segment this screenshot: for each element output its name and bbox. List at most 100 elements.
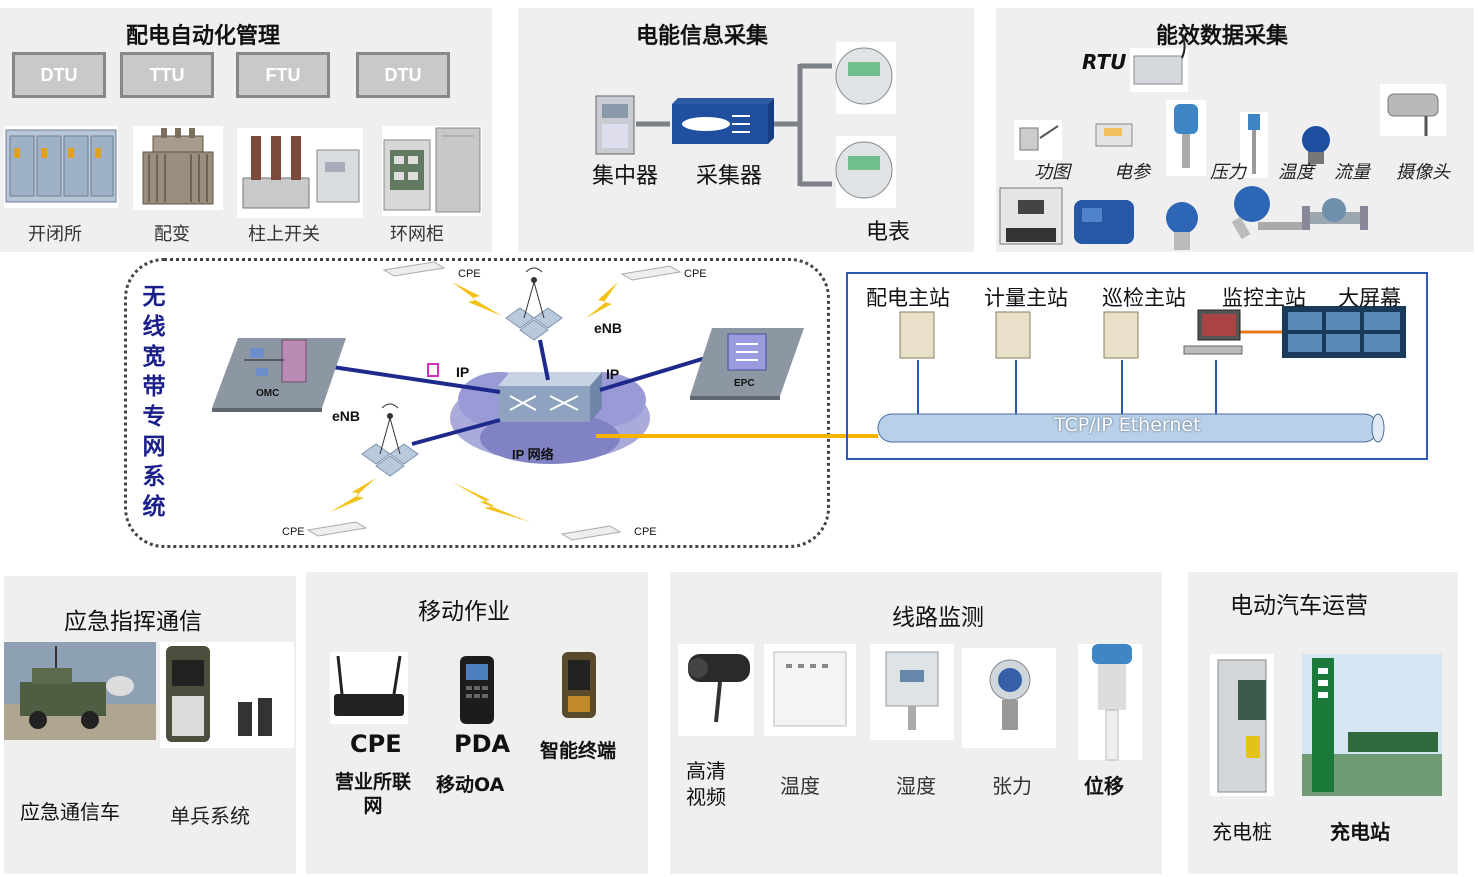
flow-meter-icon: [1302, 126, 1330, 164]
tag-ftu: FTU: [236, 52, 330, 98]
tension-sensor-icon: [962, 648, 1056, 748]
temperature-sensor-icon: [1240, 112, 1268, 178]
emergency-title: 应急指挥通信: [64, 609, 202, 635]
distribution-title: 配电自动化管理: [126, 24, 281, 49]
flow-pipe-icon: [1302, 198, 1368, 230]
line-item-tension: 张力: [992, 774, 1032, 798]
ip-network-label: IP 网络: [512, 447, 554, 462]
efficiency-panel: 能效数据采集 RTU 功图 电参 压力 温度 流量 摄像头: [996, 8, 1474, 252]
ev-item-charging-station: 充电站: [1330, 820, 1390, 844]
ev-title: 电动汽车运营: [1230, 593, 1368, 619]
cpe-label-2: CPE: [684, 268, 707, 280]
meter-icon-bottom: [835, 136, 896, 208]
pole-switch-image: [237, 128, 363, 218]
emergency-vehicle-image: [4, 642, 156, 740]
line-item-displacement: 位移: [1084, 774, 1124, 798]
mobile-panel: 移动作业 CPE PDA 智能终端 营业所联网 移动OA: [306, 572, 648, 874]
distribution-panel: 配电自动化管理 DTU TTU FTU DTU: [0, 8, 492, 252]
wireless-title-char: 系: [142, 464, 166, 490]
ip-label-right: IP: [606, 366, 620, 382]
device-label-ring-main: 环网柜: [390, 224, 444, 245]
mobile-cpe-desc: 营业所联网: [334, 771, 411, 817]
cpe-label-3: CPE: [282, 526, 305, 538]
stations-group: [846, 272, 1428, 460]
collector-icon: [672, 98, 774, 144]
wireless-title-char: 线: [142, 314, 166, 340]
transmitter-icon-2: [1231, 186, 1302, 240]
cpe-label-4: CPE: [634, 526, 657, 538]
temperature-sensor-box-icon: [764, 644, 856, 736]
meter-label: 电表: [866, 220, 911, 245]
wireless-title-char: 专: [142, 404, 166, 430]
mobile-pda-desc: 移动OA: [436, 774, 505, 796]
cpe-label-1: CPE: [458, 268, 481, 280]
camera-icon: [1380, 84, 1446, 136]
device-label-pole-switch: 柱上开关: [248, 224, 320, 245]
enb-label-bottom: eNB: [332, 408, 361, 424]
device-label-transformer: 配变: [154, 224, 190, 245]
line-item-hd-video: 高清视频: [686, 759, 726, 809]
efficiency-item-diancan: 电参: [1114, 162, 1150, 183]
cpe-router-icon: [330, 652, 408, 724]
ev-devices: [1210, 654, 1442, 796]
ip-label-left: IP: [456, 364, 470, 380]
pda-icon: [460, 656, 494, 724]
station-patrol: 巡检主站: [1102, 286, 1186, 310]
smart-terminal-icon: [562, 652, 596, 718]
line-devices: [678, 644, 1142, 761]
line-panel: 线路监测 高清视频 温度 湿度 张力 位移: [670, 572, 1162, 874]
dynamometer-icon: [1014, 120, 1062, 160]
collector-label: 采集器: [696, 164, 763, 189]
wireless-network-group: [124, 258, 830, 548]
concentrator-label: 集中器: [592, 164, 659, 189]
mobile-pda-label: PDA: [454, 730, 511, 758]
blue-motor-icon: [1074, 200, 1134, 244]
ev-item-charging-pile: 充电桩: [1212, 820, 1272, 844]
tag-dtu-1: DTU: [12, 52, 106, 98]
humidity-sensor-icon: [870, 644, 954, 740]
rtu-label: RTU: [1082, 50, 1127, 74]
tag-dtu-2: DTU: [356, 52, 450, 98]
wireless-title: 无 线 宽 带 专 网 系 统: [140, 282, 168, 522]
device-label-switching: 开闭所: [28, 224, 82, 245]
meter-icon-top: [835, 42, 896, 114]
line-item-temperature: 温度: [780, 774, 820, 798]
mobile-devices: [330, 652, 596, 724]
efficiency-item-gongtu: 功图: [1034, 162, 1070, 183]
transmitter-icon-1: [1166, 202, 1198, 250]
wireless-title-char: 无: [142, 284, 166, 310]
efficiency-title: 能效数据采集: [1156, 24, 1289, 49]
mobile-cpe-label: CPE: [350, 730, 402, 758]
wireless-title-char: 带: [142, 374, 166, 400]
hd-camera-icon: [678, 644, 754, 736]
soldier-system-image: [160, 642, 294, 748]
charging-station-icon: [1302, 654, 1442, 796]
energy-info-diagram: [595, 42, 896, 208]
charging-pile-icon: [1210, 654, 1274, 796]
tag-ttu: TTU: [120, 52, 214, 98]
switching-station-image: [4, 126, 118, 208]
concentrator-icon: [595, 95, 635, 155]
enb-label-top: eNB: [594, 320, 623, 336]
efficiency-devices: [999, 31, 1446, 250]
line-item-humidity: 湿度: [896, 774, 936, 798]
wireless-title-char: 网: [142, 434, 166, 460]
wireless-title-char: 宽: [142, 344, 166, 370]
omc-label: OMC: [256, 388, 280, 399]
displacement-sensor-icon: [1078, 644, 1142, 761]
station-distribution: 配电主站: [866, 286, 950, 310]
box-sensor-icon: [999, 187, 1063, 245]
efficiency-item-camera: 摄像头: [1396, 162, 1450, 183]
rtu-device-icon: [1130, 31, 1188, 92]
mobile-title: 移动作业: [418, 599, 510, 625]
ring-main-unit-image: [382, 126, 482, 216]
emergency-item-soldier: 单兵系统: [170, 804, 250, 828]
wireless-title-char: 统: [142, 494, 166, 520]
mobile-terminal-label: 智能终端: [540, 740, 617, 762]
pressure-sensor-icon: [1166, 100, 1206, 176]
station-monitor: 监控主站: [1222, 286, 1306, 310]
station-big-screen: 大屏幕: [1338, 286, 1401, 310]
efficiency-item-temperature: 温度: [1278, 162, 1314, 183]
station-metering: 计量主站: [984, 286, 1068, 310]
line-title: 线路监测: [892, 605, 984, 631]
